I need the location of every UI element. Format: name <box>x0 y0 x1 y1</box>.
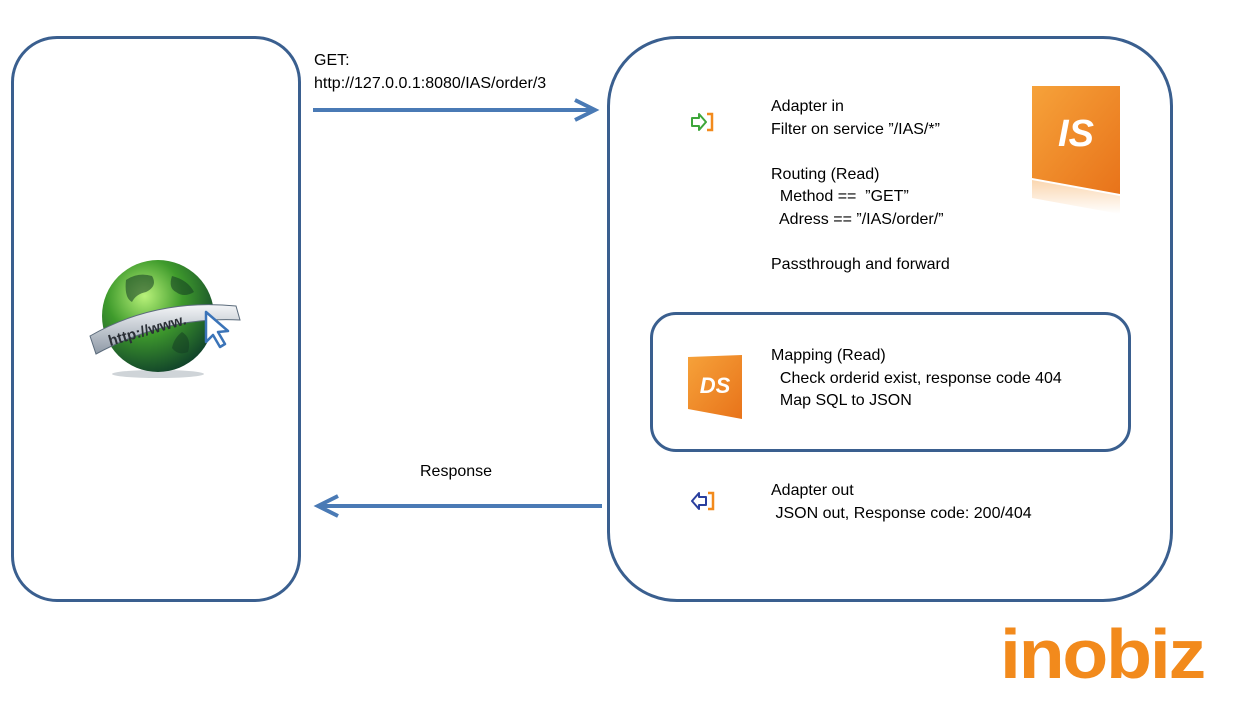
request-label: GET: http://127.0.0.1:8080/IAS/order/3 <box>314 50 546 95</box>
adapter-in-title: Adapter in <box>771 98 844 115</box>
mapping-title: Mapping (Read) <box>771 347 886 364</box>
adapter-out-icon <box>691 491 715 511</box>
inobiz-logo-text: inobiz <box>1000 618 1204 690</box>
mapping-sql: Map SQL to JSON <box>771 392 912 409</box>
integration-server-icon: IS <box>1032 86 1120 214</box>
adapter-in-icon <box>691 112 714 132</box>
request-url: http://127.0.0.1:8080/IAS/order/3 <box>314 74 547 92</box>
ds-badge-label: DS <box>700 373 731 398</box>
mapping-description: Mapping (Read) Check orderid exist, resp… <box>771 345 1062 413</box>
data-services-icon: DS <box>688 355 742 419</box>
adapter-out-description: Adapter out JSON out, Response code: 200… <box>771 480 1032 525</box>
adapter-out-title: Adapter out <box>771 482 854 499</box>
routing-address: Adress == ”/IAS/order/” <box>771 210 944 228</box>
adapter-in-description: Adapter in Filter on service ”/IAS/*” Ro… <box>771 96 950 276</box>
adapter-out-detail: JSON out, Response code: 200/404 <box>771 504 1032 522</box>
request-method: GET: <box>314 52 350 69</box>
is-badge-label: IS <box>1058 113 1094 155</box>
adapter-in-filter: Filter on service ”/IAS/*” <box>771 120 940 138</box>
passthrough-text: Passthrough and forward <box>771 255 950 273</box>
response-label: Response <box>420 463 493 480</box>
mapping-check: Check orderid exist, response code 404 <box>771 369 1062 387</box>
web-globe-icon: http://www. <box>89 260 241 378</box>
inobiz-logo: inobiz <box>1000 618 1205 690</box>
response-arrow <box>313 494 602 518</box>
routing-method: Method == ”GET” <box>771 188 909 205</box>
routing-title: Routing (Read) <box>771 165 880 183</box>
request-arrow <box>313 98 600 122</box>
